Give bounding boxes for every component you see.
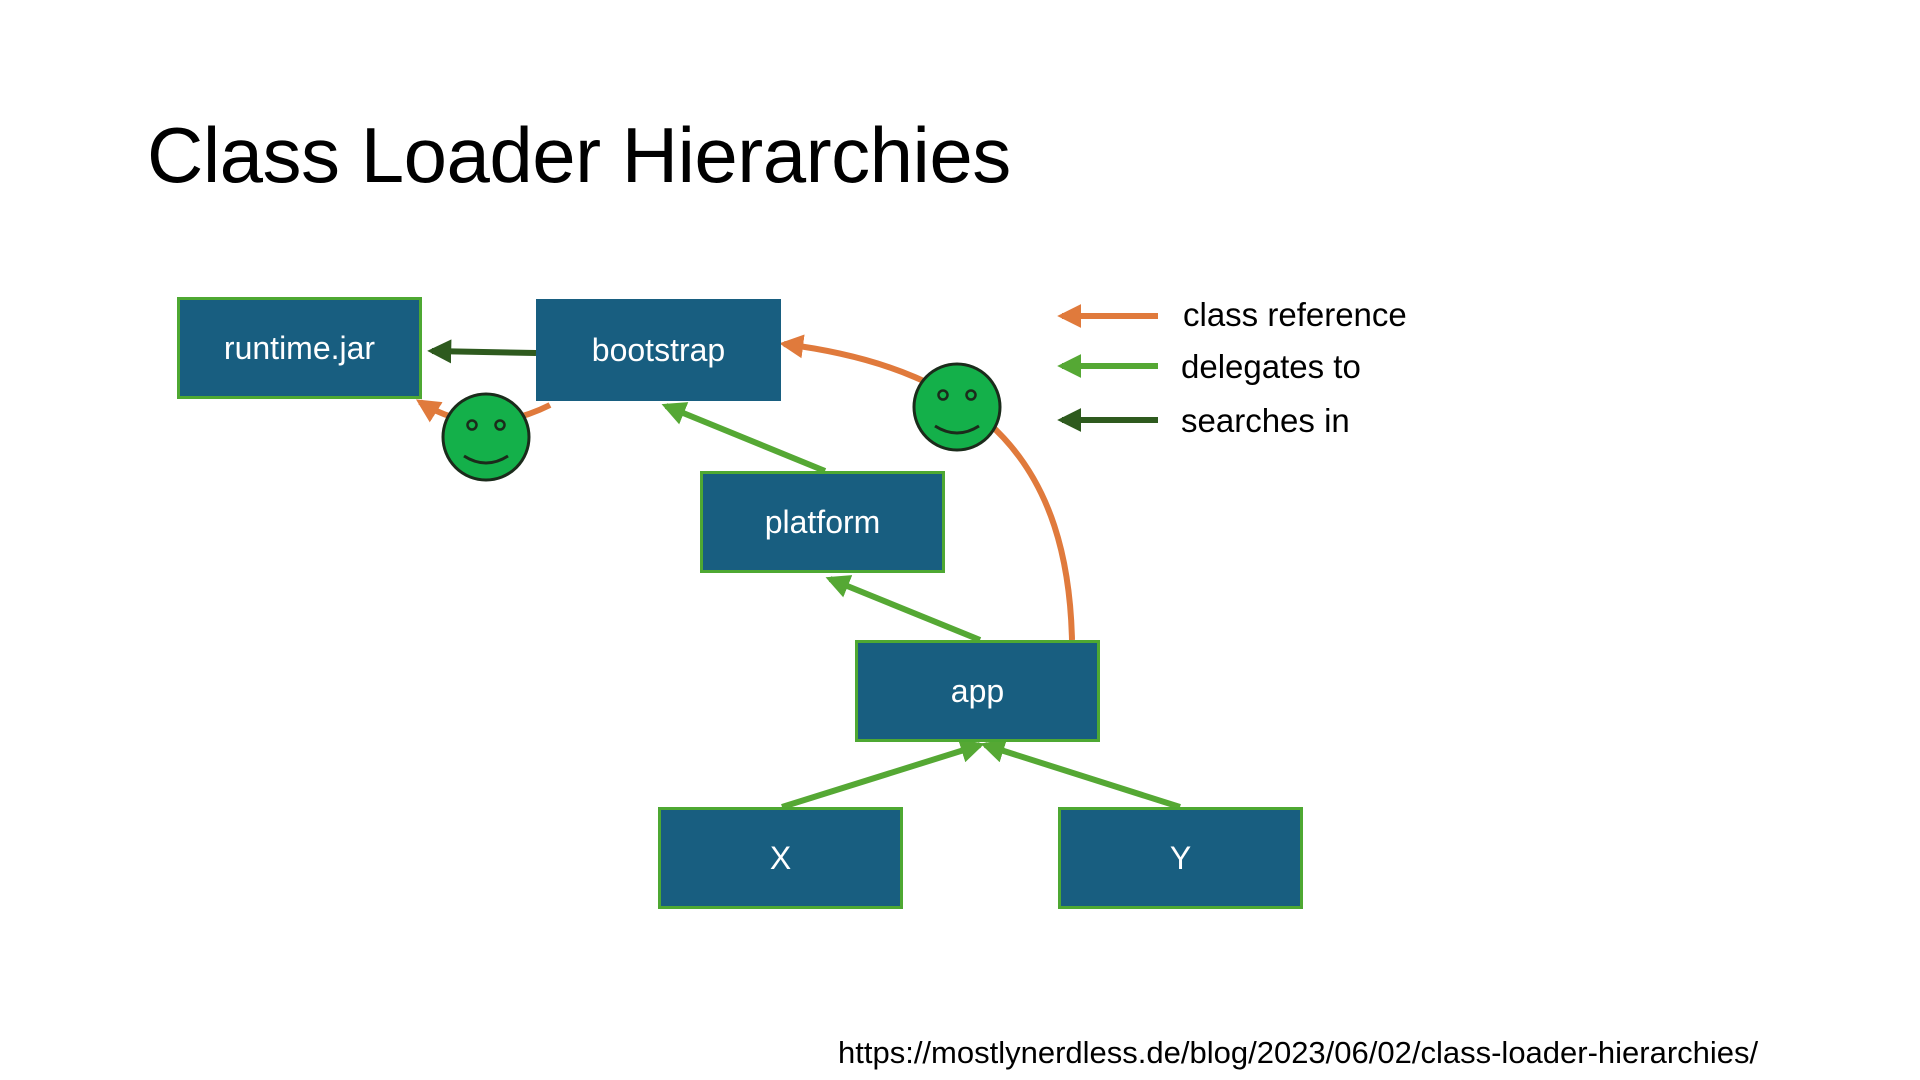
edge-x-delegates-app xyxy=(781,739,985,810)
edge-app-delegates-platform xyxy=(825,575,982,643)
source-url: https://mostlynerdless.de/blog/2023/06/0… xyxy=(838,1035,1759,1070)
slide-title: Class Loader Hierarchies xyxy=(147,111,1011,199)
node-app: app xyxy=(855,640,1100,742)
edge-bootstrap-searches-runtime xyxy=(427,339,537,364)
node-y: Y xyxy=(1058,807,1303,909)
edge-platform-delegates-bootstrap xyxy=(661,402,827,474)
smiley-icon xyxy=(912,362,1002,452)
edge-app-classref-bootstrap xyxy=(779,334,1075,641)
legend-searches-in-label: searches in xyxy=(1181,402,1350,439)
smiley-icon xyxy=(441,392,531,482)
legend-delegates-to-label: delegates to xyxy=(1181,348,1361,385)
legend-class-reference-label: class reference xyxy=(1183,296,1407,333)
node-platform: platform xyxy=(700,471,945,573)
node-bootstrap: bootstrap xyxy=(536,299,781,401)
edge-y-delegates-app xyxy=(980,739,1181,810)
node-runtime-jar: runtime.jar xyxy=(177,297,422,399)
node-x: X xyxy=(658,807,903,909)
